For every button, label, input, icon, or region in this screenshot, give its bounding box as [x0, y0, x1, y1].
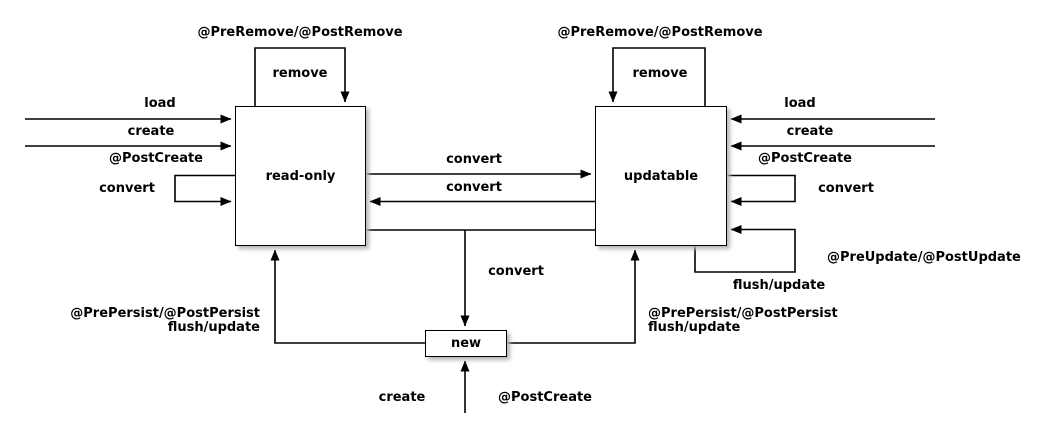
label-remove-callbacks-right: @PreRemove/@PostRemove	[557, 25, 763, 40]
edge-remove-self-updatable	[608, 47, 706, 106]
label-persist-callbacks-left: @PrePersist/@PostPersist flush/update	[70, 307, 260, 334]
label-persist-callbacks-left-line1: @PrePersist/@PostPersist	[70, 306, 260, 321]
state-new: new	[425, 330, 507, 357]
label-post-create-bottom: @PostCreate	[498, 390, 592, 405]
state-read-only-label: read-only	[265, 168, 336, 184]
label-persist-flush-left: flush/update	[167, 319, 260, 335]
label-convert-self-right: convert	[818, 181, 874, 196]
label-load-left: load	[144, 96, 176, 111]
label-remove-right: remove	[632, 66, 688, 81]
label-convert-to-readonly: convert	[446, 180, 502, 195]
edge-new-to-readonly	[270, 249, 425, 344]
state-updatable: updatable	[595, 106, 727, 246]
label-create-right: create	[786, 124, 834, 139]
state-new-label: new	[450, 336, 482, 351]
label-persist-callbacks-right: @PrePersist/@PostPersist flush/update	[648, 307, 838, 334]
label-convert-self-left: convert	[99, 181, 155, 196]
edge-new-to-updatable	[507, 249, 640, 344]
edge-flush-update-self-updatable	[694, 225, 796, 273]
label-convert-to-new: convert	[488, 264, 544, 279]
label-convert-to-updatable: convert	[446, 152, 502, 167]
label-create-left: create	[127, 124, 175, 139]
label-persist-callbacks-right-line1: @PrePersist/@PostPersist	[648, 306, 838, 321]
label-update-callbacks: @PreUpdate/@PostUpdate	[827, 250, 1021, 265]
label-post-create-left: @PostCreate	[109, 151, 203, 166]
edge-convert-self-updatable	[727, 174, 796, 206]
label-flush-update-right: flush/update	[732, 278, 826, 293]
edge-convert-self-readonly	[174, 174, 235, 206]
state-updatable-label: updatable	[623, 168, 699, 184]
state-read-only: read-only	[235, 106, 366, 246]
label-load-right: load	[784, 96, 816, 111]
label-remove-left: remove	[272, 66, 328, 81]
label-persist-flush-right: flush/update	[648, 319, 741, 335]
edge-remove-self-readonly	[254, 47, 350, 106]
label-remove-callbacks-left: @PreRemove/@PostRemove	[197, 25, 403, 40]
label-post-create-right: @PostCreate	[758, 151, 852, 166]
label-create-bottom: create	[378, 390, 426, 405]
